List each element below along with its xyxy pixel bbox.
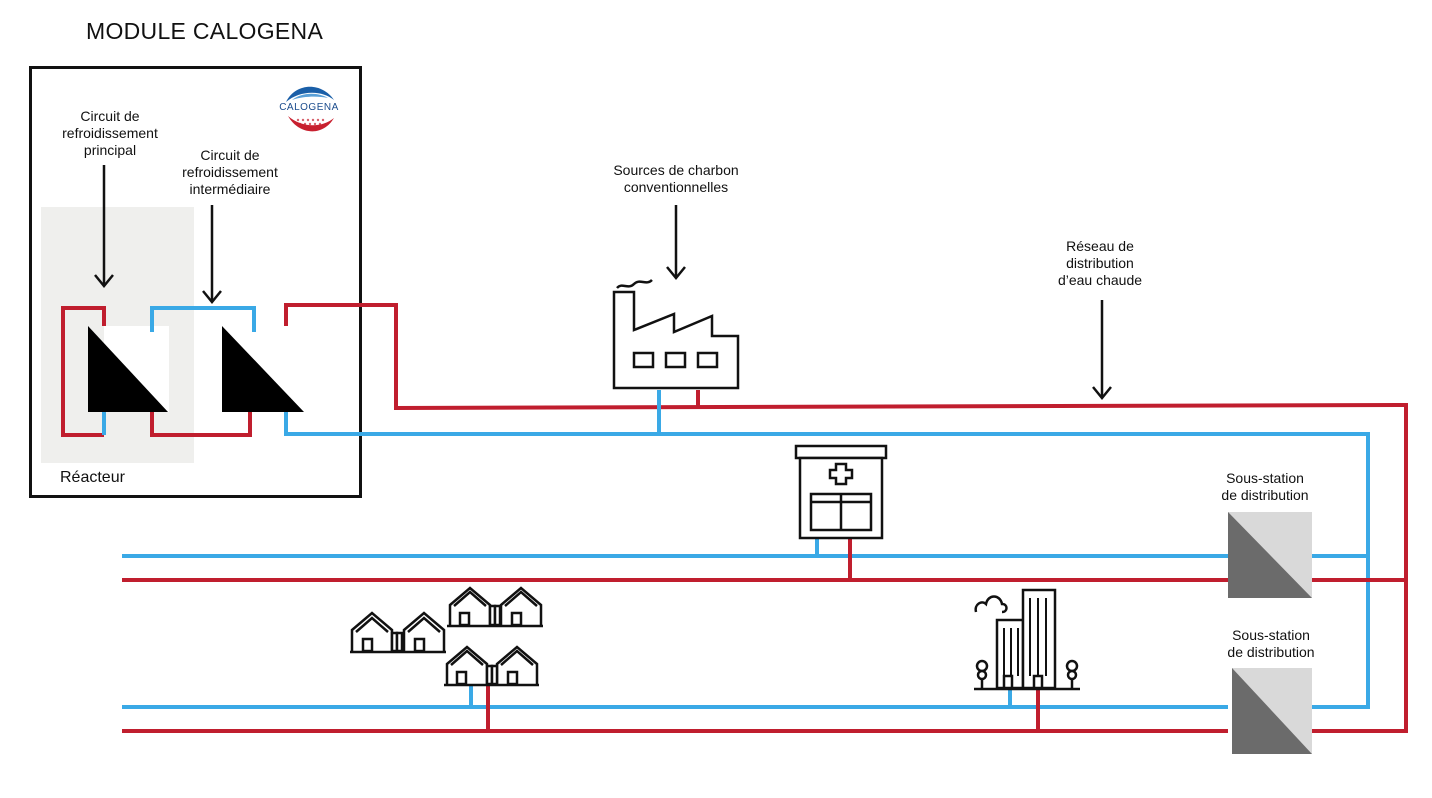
page-title: MODULE CALOGENA — [86, 18, 324, 44]
substation-1-label: Sous-station de distribution — [1221, 470, 1309, 503]
houses-icon — [350, 586, 543, 687]
heat-exchanger-icon — [222, 326, 304, 412]
city-buildings-icon — [974, 588, 1080, 691]
calogena-logo — [286, 86, 334, 132]
arrow-down-icon — [666, 205, 686, 280]
substation-icon — [1228, 512, 1312, 598]
primary-circuit-label: Circuit de refroidissement principal — [62, 108, 158, 158]
substation-icon — [1232, 668, 1312, 754]
coal-sources-label: Sources de charbon conventionnelles — [613, 162, 739, 195]
arrow-down-icon — [1092, 300, 1112, 400]
intermediate-circuit-label: Circuit de refroidissement intermédiaire — [182, 147, 278, 197]
logo-text: CALOGENA — [279, 102, 339, 113]
hot-water-network-label: Réseau de distribution d’eau chaude — [1057, 238, 1143, 288]
factory-icon — [612, 279, 740, 390]
module-box — [29, 66, 362, 498]
hospital-icon — [794, 444, 888, 540]
substation-2-label: Sous-station de distribution — [1227, 627, 1315, 660]
arrow-down-icon — [94, 165, 114, 288]
reactor-label: Réacteur — [60, 469, 125, 486]
heat-exchanger-icon — [88, 326, 168, 412]
arrow-down-icon — [202, 205, 222, 304]
